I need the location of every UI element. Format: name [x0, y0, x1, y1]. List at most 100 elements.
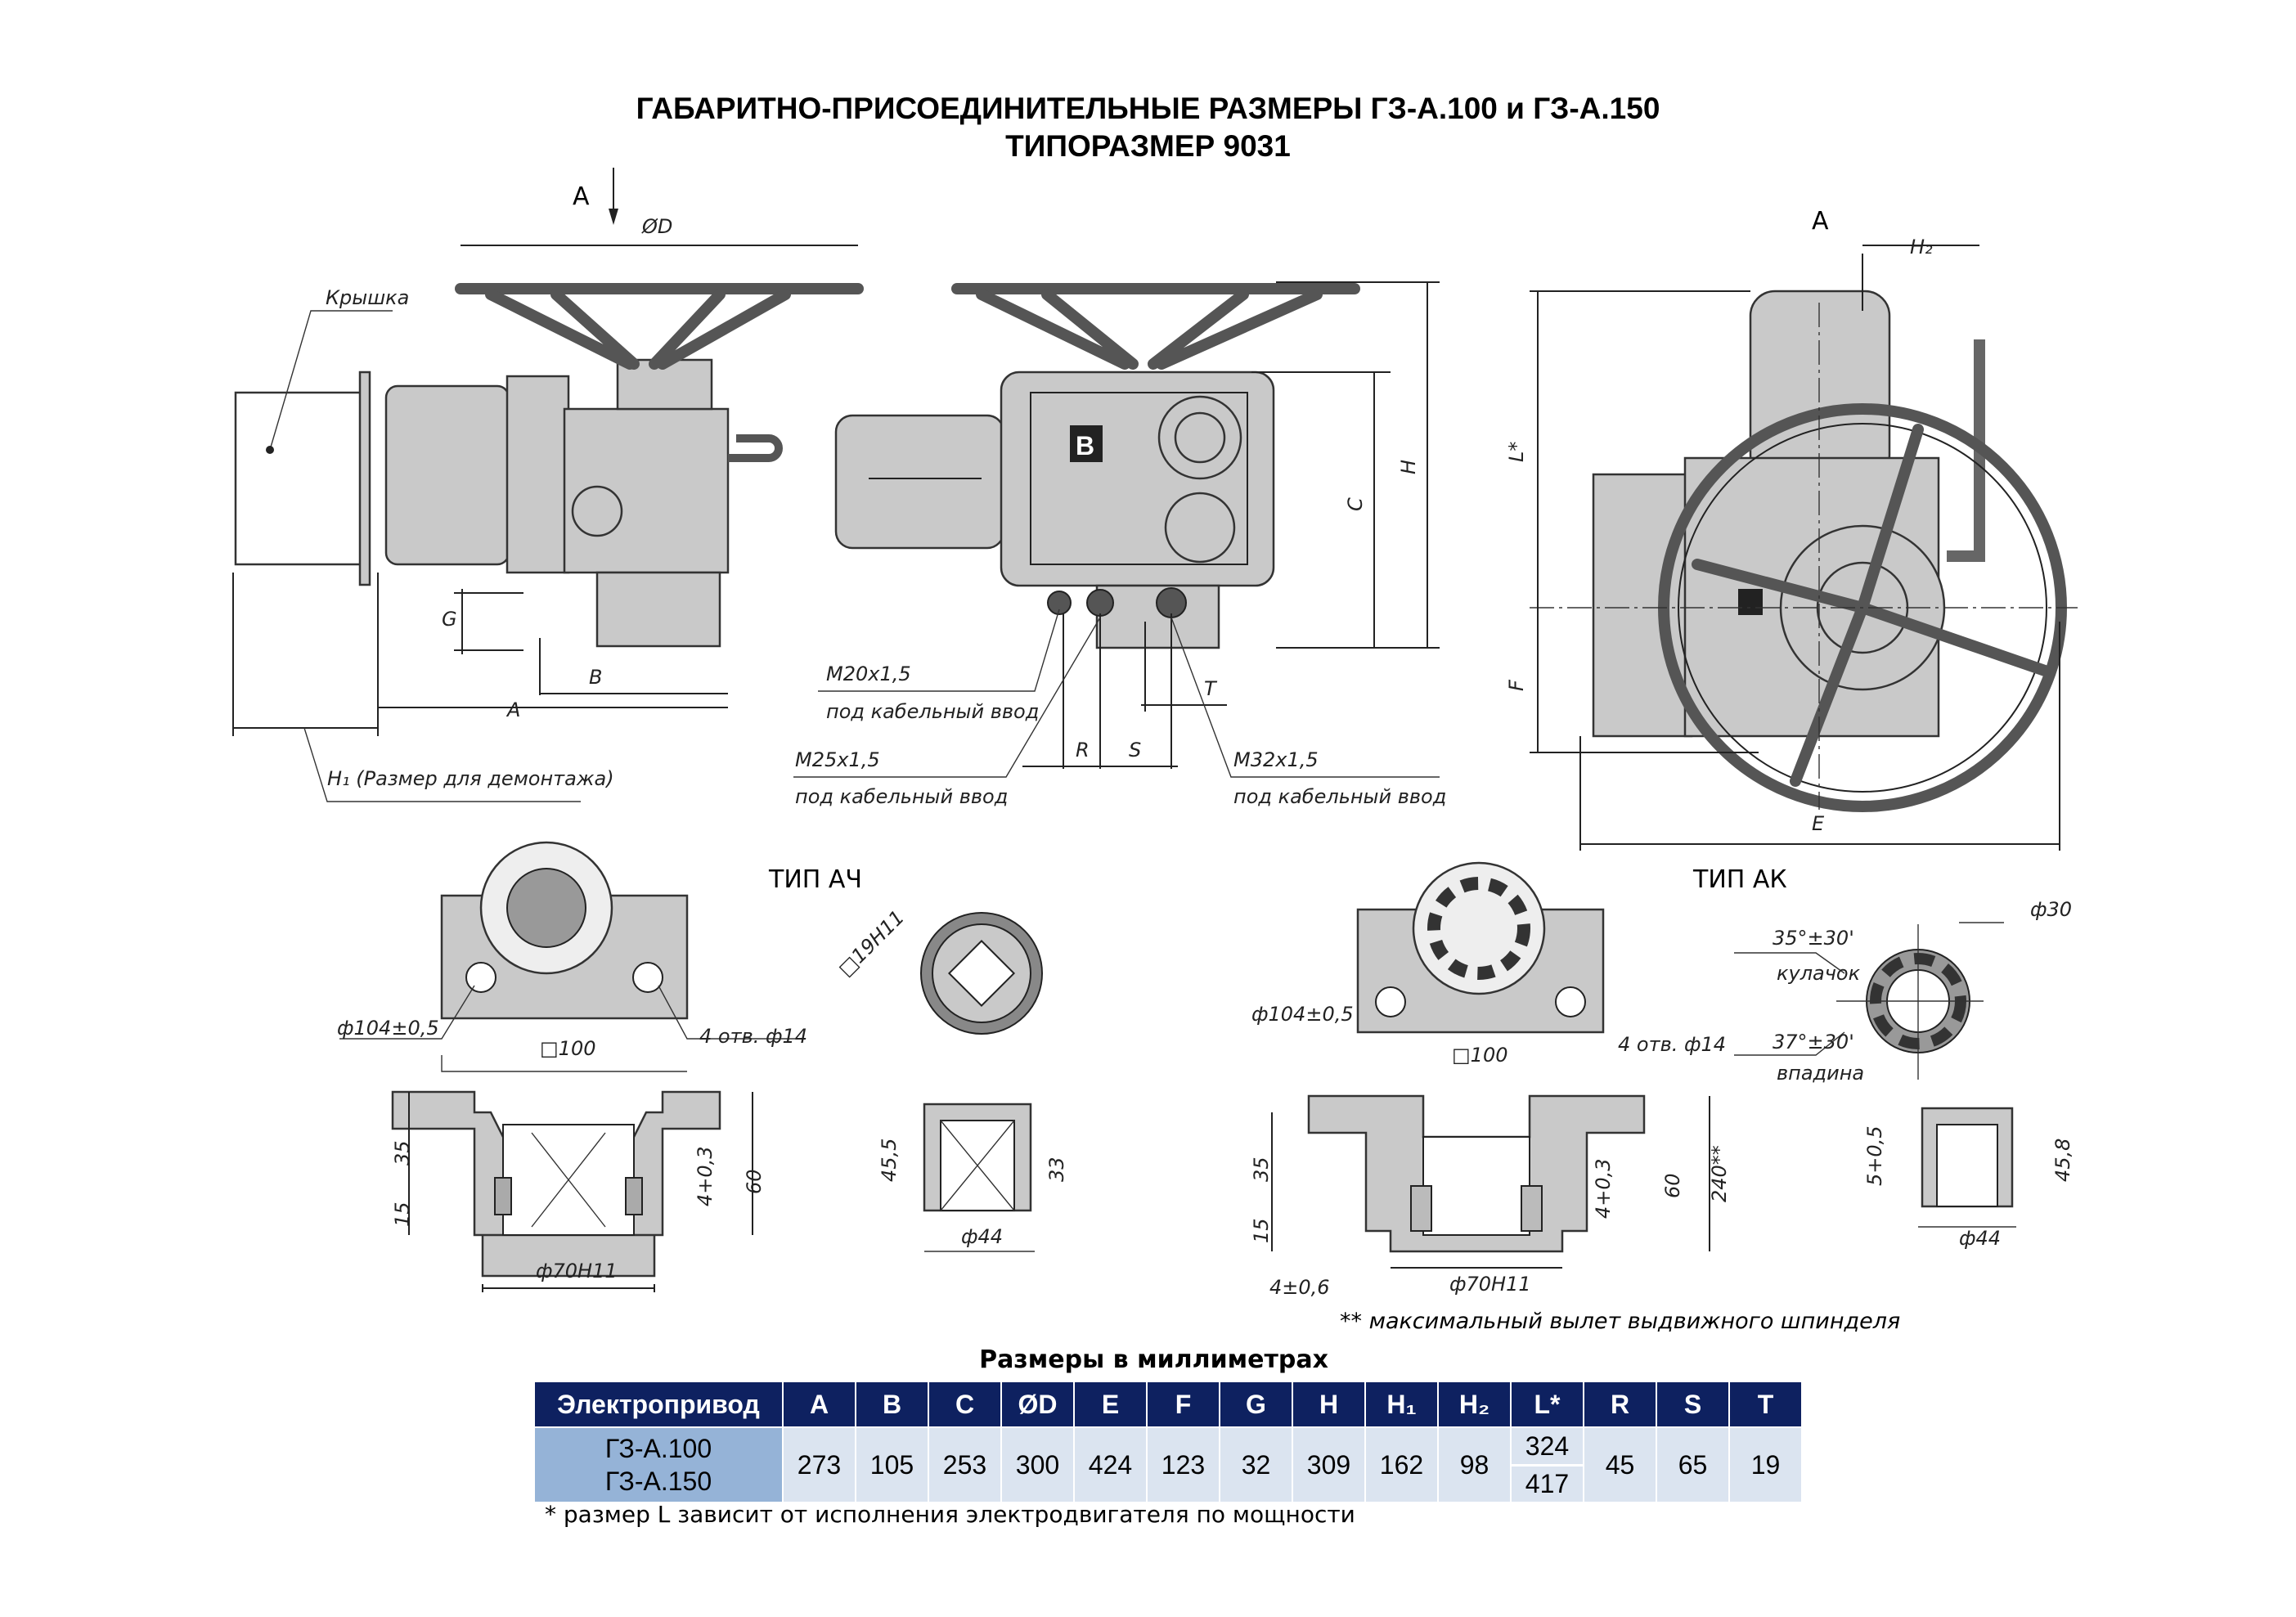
m25-cable-label: под кабельный ввод — [795, 785, 1008, 808]
value-cell: 98 — [1437, 1426, 1512, 1503]
m20-cable-label: под кабельный ввод — [826, 700, 1039, 723]
col-header: A — [782, 1381, 856, 1428]
l-value: 324 — [1512, 1429, 1583, 1467]
value-cell: 32 — [1219, 1426, 1293, 1503]
ak-240-label: 240** — [1708, 1145, 1731, 1202]
groove-label: впадина — [1777, 1062, 1864, 1085]
dim-f-label: F — [1505, 679, 1528, 691]
value-cell: 45 — [1583, 1426, 1657, 1503]
dim-h2-label: H₂ — [1910, 236, 1933, 258]
model-name: ГЗ-А.150 — [604, 1467, 712, 1496]
side-view-right: A H₂ L* F E — [1505, 207, 2078, 851]
ach-d104-label: ф104±0,5 — [337, 1017, 439, 1040]
col-header: ØD — [1000, 1381, 1075, 1428]
ach-35-label: 35 — [391, 1140, 414, 1166]
front-view: В C H R S T M20x1,5 под кабельный ввод M… — [793, 281, 1446, 808]
value-cell: 123 — [1146, 1426, 1220, 1503]
m25-label: M25x1,5 — [795, 748, 880, 771]
ach-60-label: 60 — [743, 1169, 766, 1194]
dim-g-label: G — [442, 608, 457, 631]
title-line-1: ГАБАРИТНО-ПРИСОЕДИНИТЕЛЬНЫЕ РАЗМЕРЫ ГЗ-А… — [636, 92, 1660, 125]
col-header: G — [1219, 1381, 1293, 1428]
col-header: E — [1073, 1381, 1148, 1428]
ach-455-label: 45,5 — [878, 1139, 901, 1182]
dim-d-label: ØD — [641, 215, 672, 238]
table-header-row: Электропривод A B C ØD E F G H H₁ H₂ L* … — [533, 1381, 1803, 1428]
dim-t-label: T — [1204, 677, 1218, 700]
dimensions-table: Электропривод A B C ØD E F G H H₁ H₂ L* … — [533, 1381, 1803, 1503]
dim-c-label: C — [1344, 497, 1367, 511]
col-header: Электропривод — [533, 1381, 784, 1428]
col-header: B — [855, 1381, 929, 1428]
ak-15-label: 15 — [1250, 1218, 1273, 1243]
ak-46-label: 4±0,6 — [1269, 1276, 1330, 1299]
dim-e-label: E — [1812, 812, 1825, 835]
sq19-label: □19H11 — [833, 905, 909, 981]
value-cell: 253 — [928, 1426, 1002, 1503]
col-header: H₁ — [1364, 1381, 1439, 1428]
svg-text:В: В — [1076, 431, 1094, 460]
ak-d44-label: ф44 — [1959, 1227, 2001, 1250]
view-a-label: A — [1812, 207, 1829, 236]
ak-sq100-label: □100 — [1452, 1044, 1507, 1067]
ak-35-label: 35 — [1250, 1157, 1273, 1182]
cover-label: Крышка — [326, 286, 409, 309]
side-view-left: A ØD Крышка B A G H₁ (Размер для демонта… — [232, 168, 864, 802]
value-cell: 65 — [1656, 1426, 1730, 1503]
col-header: R — [1583, 1381, 1657, 1428]
title-line-2: ТИПОРАЗМЕР 9031 — [1005, 129, 1291, 163]
dim-b-label: B — [589, 666, 602, 689]
col-header: T — [1728, 1381, 1803, 1428]
m32-cable-label: под кабельный ввод — [1233, 785, 1446, 808]
table-footnote: * размер L зависит от исполнения электро… — [545, 1501, 1355, 1528]
dim-l-label: L* — [1505, 442, 1528, 462]
ach-d44-label: ф44 — [961, 1225, 1003, 1248]
ach-d70-label: ф70H11 — [536, 1260, 618, 1282]
m32-label: M32x1,5 — [1233, 748, 1319, 771]
spindle-footnote: ** максимальный вылет выдвижного шпиндел… — [1340, 1309, 1901, 1334]
ak-4-label: 4+0,3 — [1592, 1158, 1615, 1219]
ach-15-label: 15 — [391, 1202, 414, 1227]
col-header: L* — [1510, 1381, 1584, 1428]
ak-d70-label: ф70H11 — [1449, 1273, 1531, 1296]
dim-s-label: S — [1129, 739, 1141, 761]
value-cell: 300 — [1000, 1426, 1075, 1503]
ak-5-label: 5+0,5 — [1863, 1125, 1886, 1186]
l-value-cell: 324 417 — [1510, 1426, 1584, 1503]
col-header: S — [1656, 1381, 1730, 1428]
col-header: C — [928, 1381, 1002, 1428]
dim-r-label: R — [1076, 739, 1090, 761]
value-cell: 162 — [1364, 1426, 1439, 1503]
ak-458-label: 45,8 — [2051, 1139, 2074, 1182]
model-cell: ГЗ-А.100 ГЗ-А.150 — [533, 1426, 784, 1503]
type-ach-section: ТИП АЧ ф104±0,5 □100 4 отв. ф14 □19H11 3… — [337, 841, 1068, 1292]
col-header: F — [1146, 1381, 1220, 1428]
ak-d30-label: ф30 — [2030, 898, 2072, 921]
type-ach-title: ТИП АЧ — [768, 865, 862, 894]
ach-holes-label: 4 отв. ф14 — [699, 1025, 807, 1048]
ach-sq100-label: □100 — [540, 1037, 595, 1060]
value-cell: 424 — [1073, 1426, 1148, 1503]
col-header: H — [1292, 1381, 1366, 1428]
value-cell: 19 — [1728, 1426, 1803, 1503]
value-cell: 105 — [855, 1426, 929, 1503]
type-ak-section: ТИП АК ф104±0,5 □100 4 отв. ф14 35°±30' … — [1250, 861, 2074, 1299]
dim-a-label: A — [505, 698, 520, 721]
angle-groove-label: 37°±30' — [1773, 1031, 1854, 1053]
angle-cam-label: 35°±30' — [1773, 927, 1854, 950]
ach-4-label: 4+0,3 — [694, 1146, 717, 1206]
type-ak-title: ТИП АК — [1692, 865, 1787, 894]
l-value: 417 — [1525, 1468, 1570, 1498]
value-cell: 273 — [782, 1426, 856, 1503]
model-name: ГЗ-А.100 — [604, 1434, 712, 1463]
table-caption: Размеры в миллиметрах — [979, 1345, 1328, 1374]
col-header: H₂ — [1437, 1381, 1512, 1428]
view-arrow-label: A — [573, 182, 590, 211]
dim-h-label: H — [1397, 460, 1420, 474]
m20-label: M20x1,5 — [826, 663, 911, 685]
ak-60-label: 60 — [1661, 1173, 1684, 1198]
value-cell: 309 — [1292, 1426, 1366, 1503]
cam-label: кулачок — [1777, 962, 1861, 985]
h1-label: H₁ (Размер для демонтажа) — [327, 767, 614, 790]
